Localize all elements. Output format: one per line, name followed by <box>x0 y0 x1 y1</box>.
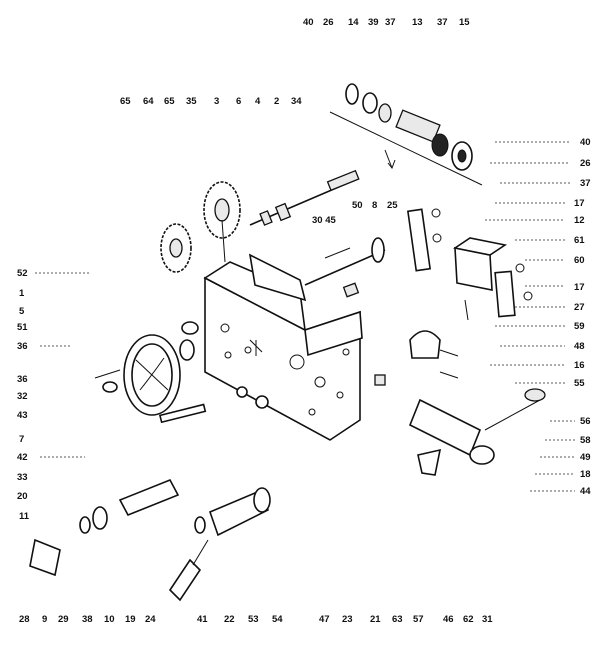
part-label: 10 <box>104 614 115 625</box>
part-label: 1 <box>19 288 25 299</box>
part-label: 36 <box>17 341 28 352</box>
part-label: 8 <box>372 200 377 211</box>
lower-shaft <box>29 478 180 577</box>
small-gear <box>160 223 192 273</box>
part-label: 33 <box>17 472 28 483</box>
part-label: 21 <box>370 614 381 625</box>
part-label: 42 <box>17 452 28 463</box>
leader-lines <box>35 141 575 492</box>
top-row-labels: 40 26 14 39 37 13 37 15 <box>303 17 470 28</box>
part-label: 65 <box>120 96 131 107</box>
part-label: 4 <box>255 96 261 107</box>
part-label: 37 <box>580 178 591 189</box>
part-label: 51 <box>17 322 28 333</box>
part-label: 43 <box>17 410 28 421</box>
part-label: 13 <box>412 17 423 28</box>
part-label: 16 <box>574 360 585 371</box>
part-label: 54 <box>272 614 283 625</box>
parts-drawing <box>29 83 546 602</box>
bottom-row-labels: 28 9 29 38 10 19 24 41 22 53 54 47 23 21… <box>19 614 493 625</box>
part-label: 52 <box>17 268 28 279</box>
part-label: 14 <box>348 17 359 28</box>
part-label: 59 <box>574 321 585 332</box>
part-label: 6 <box>236 96 241 107</box>
part-label: 47 <box>319 614 330 625</box>
part-label: 25 <box>387 200 398 211</box>
part-label: 55 <box>574 378 585 389</box>
part-label: 50 <box>352 200 363 211</box>
part-label: 17 <box>574 198 585 209</box>
rod-bracket <box>409 330 459 379</box>
part-label: 58 <box>580 435 591 446</box>
part-label: 2 <box>274 96 279 107</box>
part-label: 34 <box>291 96 302 107</box>
part-label: 62 <box>463 614 474 625</box>
part-label: 49 <box>580 452 591 463</box>
handwheel <box>94 321 199 416</box>
headstock-casting <box>203 253 363 441</box>
part-label: 38 <box>82 614 93 625</box>
part-label: 15 <box>459 17 470 28</box>
part-label: 40 <box>580 137 591 148</box>
part-label: 53 <box>248 614 259 625</box>
part-label: 19 <box>125 614 136 625</box>
part-label: 61 <box>574 235 585 246</box>
part-label: 23 <box>342 614 353 625</box>
part-label: 41 <box>197 614 208 625</box>
part-label: 26 <box>580 158 591 169</box>
spindle <box>304 237 386 286</box>
part-label: 44 <box>580 486 591 497</box>
right-column-labels: 40 26 37 17 12 61 60 17 27 59 48 16 55 5… <box>574 137 591 497</box>
part-label: 17 <box>574 282 585 293</box>
part-label: 5 <box>19 306 25 317</box>
part-label: 65 <box>164 96 175 107</box>
middle-labels: 50 8 25 30 45 <box>312 200 398 226</box>
part-label: 26 <box>323 17 334 28</box>
part-label: 40 <box>303 17 314 28</box>
large-gear <box>203 181 241 263</box>
part-label: 20 <box>17 491 28 502</box>
part-label: 28 <box>19 614 30 625</box>
part-label: 22 <box>224 614 235 625</box>
part-label: 36 <box>17 374 28 385</box>
spindle-cartridge <box>329 83 483 186</box>
upper-shaft <box>249 169 360 226</box>
part-label: 32 <box>17 391 28 402</box>
part-label: 12 <box>574 215 585 226</box>
part-label: 31 <box>482 614 493 625</box>
part-label: 3 <box>214 96 219 107</box>
left-column-labels: 52 1 5 51 36 36 32 43 7 42 33 20 11 <box>17 268 30 522</box>
part-label: 30 45 <box>312 215 336 226</box>
part-label: 37 <box>437 17 448 28</box>
part-label: 48 <box>574 341 585 352</box>
part-label: 24 <box>145 614 156 625</box>
part-label: 27 <box>574 302 585 313</box>
part-label: 37 <box>385 17 396 28</box>
part-label: 56 <box>580 416 591 427</box>
part-label: 63 <box>392 614 403 625</box>
part-label: 9 <box>42 614 47 625</box>
part-label: 64 <box>143 96 154 107</box>
part-label: 18 <box>580 469 591 480</box>
part-label: 46 <box>443 614 454 625</box>
part-label: 35 <box>186 96 197 107</box>
part-label: 39 <box>368 17 379 28</box>
part-label: 29 <box>58 614 69 625</box>
second-row-labels: 65 64 65 35 3 6 4 2 34 <box>120 96 302 107</box>
tailstock-handle <box>408 388 546 476</box>
part-label: 60 <box>574 255 585 266</box>
carriage-block <box>406 208 533 321</box>
part-label: 11 <box>19 511 30 522</box>
part-label: 7 <box>19 434 24 445</box>
sleeve <box>168 487 271 602</box>
part-label: 57 <box>413 614 424 625</box>
